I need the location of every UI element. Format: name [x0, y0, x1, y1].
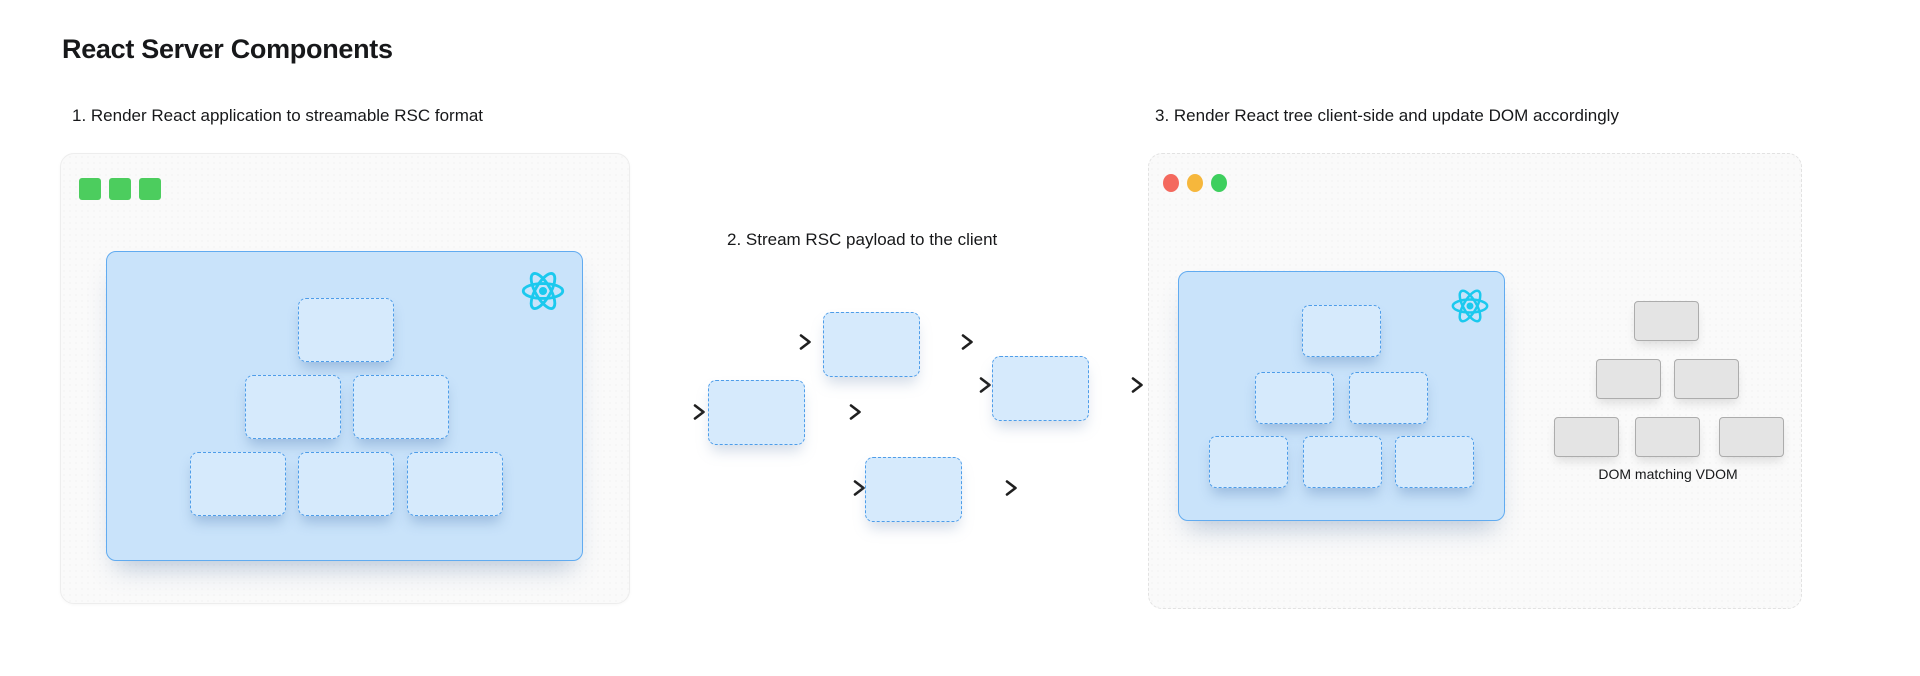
- flow-arrow-icon: [918, 334, 973, 350]
- vdom-node: [1349, 372, 1428, 424]
- rsc-chunk: [708, 380, 805, 445]
- dom-node: [1634, 301, 1699, 341]
- vdom-node: [298, 298, 394, 362]
- window-square-icon: [79, 178, 101, 200]
- traffic-light-yellow-icon: [1187, 174, 1203, 192]
- vdom-node: [190, 452, 286, 516]
- rsc-chunk: [823, 312, 920, 377]
- step-3-label: 3. Render React tree client-side and upd…: [1155, 106, 1619, 125]
- server-react-tree: [106, 251, 583, 561]
- vdom-node: [298, 452, 394, 516]
- rsc-chunk: [992, 356, 1089, 421]
- vdom-node: [1255, 372, 1334, 424]
- dom-node: [1554, 417, 1619, 457]
- react-logo-icon: [521, 268, 565, 314]
- vdom-node: [245, 375, 341, 439]
- flow-arrow-icon: [806, 404, 861, 420]
- traffic-light-green-icon: [1211, 174, 1227, 192]
- traffic-light-red-icon: [1163, 174, 1179, 192]
- page-title: React Server Components: [62, 34, 393, 64]
- flow-arrow-icon: [1088, 377, 1143, 393]
- react-logo-icon: [1451, 286, 1489, 326]
- dom-tree-label: DOM matching VDOM: [1598, 466, 1738, 482]
- dom-node: [1635, 417, 1700, 457]
- window-square-icon: [109, 178, 131, 200]
- window-square-icon: [139, 178, 161, 200]
- step-1-label: 1. Render React application to streamabl…: [72, 106, 484, 125]
- dom-node: [1596, 359, 1661, 399]
- flow-arrow-icon: [650, 404, 705, 420]
- browser-window-controls: [1163, 174, 1227, 192]
- flow-arrow-icon: [936, 377, 991, 393]
- flow-arrow-icon: [756, 334, 811, 350]
- server-window: [60, 153, 630, 604]
- vdom-node: [1303, 436, 1382, 488]
- vdom-node: [407, 452, 503, 516]
- vdom-node: [1302, 305, 1381, 357]
- vdom-node: [1395, 436, 1474, 488]
- browser-window: DOM matching VDOM: [1148, 153, 1802, 609]
- vdom-node: [353, 375, 449, 439]
- dom-node: [1674, 359, 1739, 399]
- vdom-node: [1209, 436, 1288, 488]
- step-2-label: 2. Stream RSC payload to the client: [727, 230, 998, 249]
- flow-arrow-icon: [810, 480, 865, 496]
- server-window-controls: [79, 178, 161, 200]
- client-react-tree: [1178, 271, 1505, 521]
- rsc-chunk: [865, 457, 962, 522]
- dom-node: [1719, 417, 1784, 457]
- flow-arrow-icon: [962, 480, 1017, 496]
